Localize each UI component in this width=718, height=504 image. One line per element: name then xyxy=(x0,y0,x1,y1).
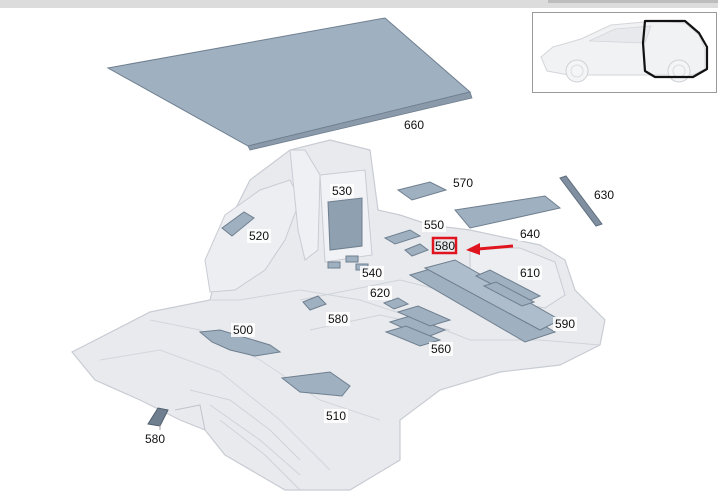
part-630-strip xyxy=(559,175,603,227)
label-570[interactable]: 570 xyxy=(451,176,476,190)
part-570-panel xyxy=(396,181,448,201)
vehicle-locator-inset xyxy=(532,12,717,93)
part-530-panel xyxy=(327,197,363,251)
part-580-bottom-pad xyxy=(147,407,169,427)
car-silhouette-icon xyxy=(540,19,709,83)
part-610-strips xyxy=(474,269,542,307)
part-510-pad xyxy=(280,371,351,397)
label-550[interactable]: 550 xyxy=(422,218,447,232)
label-580-highlighted[interactable]: 580 xyxy=(435,239,456,253)
label-500[interactable]: 500 xyxy=(231,323,256,337)
label-580-middle[interactable]: 580 xyxy=(326,312,351,326)
label-520[interactable]: 520 xyxy=(247,229,272,243)
label-530[interactable]: 530 xyxy=(330,184,355,198)
label-660[interactable]: 660 xyxy=(402,118,427,132)
top-bar xyxy=(0,0,718,8)
top-bar-accent xyxy=(548,0,718,3)
part-520-pad xyxy=(221,211,255,237)
part-620-pad xyxy=(382,297,410,310)
highlight-box-580 xyxy=(431,236,458,255)
label-620[interactable]: 620 xyxy=(368,286,393,300)
red-arrow-icon xyxy=(466,243,514,255)
part-660-roof-liner xyxy=(106,17,473,151)
label-630[interactable]: 630 xyxy=(592,188,617,202)
label-640[interactable]: 640 xyxy=(518,227,543,241)
part-550-pads xyxy=(383,229,430,257)
label-590[interactable]: 590 xyxy=(553,317,578,331)
part-640-panel xyxy=(454,195,562,229)
label-540[interactable]: 540 xyxy=(360,266,385,280)
label-510[interactable]: 510 xyxy=(324,409,349,423)
label-580-bottom[interactable]: 580 xyxy=(143,432,168,446)
part-560-strips xyxy=(384,305,452,347)
part-580-middle-pad xyxy=(302,295,327,311)
part-500-pad xyxy=(198,329,282,357)
label-610[interactable]: 610 xyxy=(518,266,543,280)
label-560[interactable]: 560 xyxy=(429,342,454,356)
